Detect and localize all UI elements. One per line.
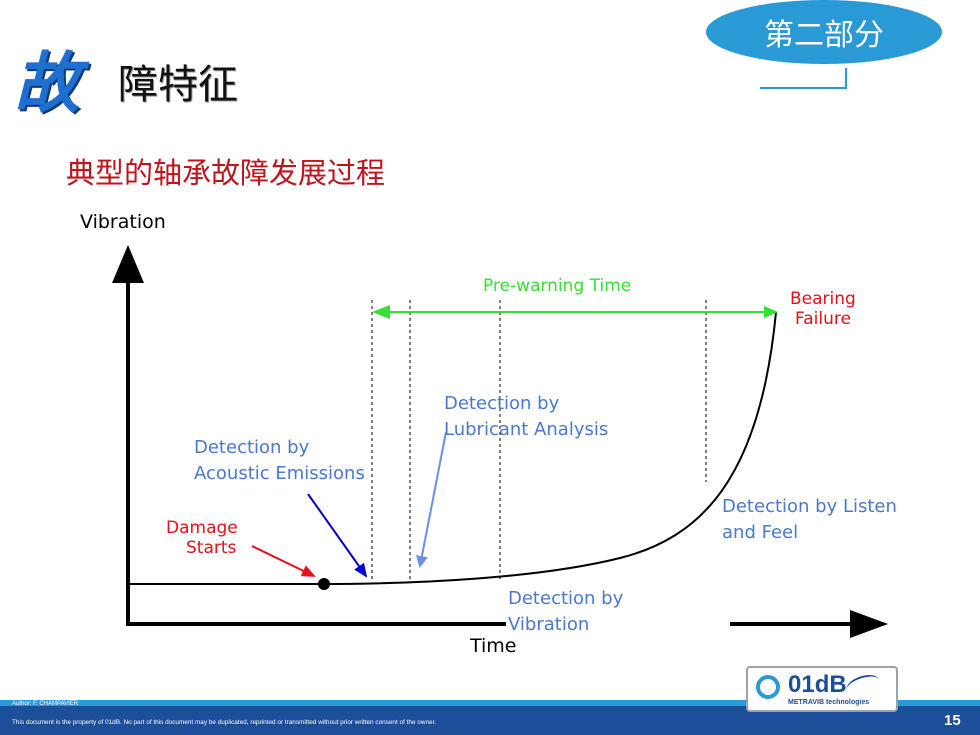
damage-start-point bbox=[318, 578, 330, 590]
badge-underline bbox=[760, 68, 847, 89]
lubricant-arrow bbox=[416, 431, 447, 568]
logo-subtext: METRAVIB technologies bbox=[788, 699, 870, 706]
footer-author: Author: F. CHAMPAVIER bbox=[12, 701, 79, 707]
damage-starts-line1: Damage bbox=[166, 518, 238, 538]
bearing-failure-line1: Bearing bbox=[790, 289, 856, 309]
page-number: 15 bbox=[944, 712, 961, 729]
vibration-line1: Detection by bbox=[508, 588, 624, 609]
lubricant-line2: Lubricant Analysis bbox=[444, 419, 608, 440]
lubricant-line1: Detection by bbox=[444, 393, 560, 414]
footer-accent-bar bbox=[0, 700, 980, 706]
acoustic-arrow bbox=[307, 493, 368, 578]
bearing-failure-line2: Failure bbox=[795, 309, 851, 329]
logo-swoosh-icon bbox=[844, 671, 882, 699]
title-first-char: 故 bbox=[14, 44, 80, 122]
damage-arrow bbox=[251, 545, 316, 577]
acoustic-line2: Acoustic Emissions bbox=[194, 463, 365, 484]
logo-circle-icon bbox=[756, 675, 780, 699]
x-axis-label: Time bbox=[469, 635, 517, 657]
y-axis-label: Vibration bbox=[80, 211, 166, 233]
logo-text: 01dB bbox=[788, 671, 847, 698]
listen-line1: Detection by Listen bbox=[722, 496, 897, 517]
damage-starts-line2: Starts bbox=[186, 538, 237, 558]
prewarning-label: Pre-warning Time bbox=[483, 276, 631, 296]
acoustic-line1: Detection by bbox=[194, 437, 310, 458]
slide-subtitle: 典型的轴承故障发展过程 bbox=[66, 156, 386, 190]
y-axis-arrowhead bbox=[112, 245, 144, 283]
section-badge: 第二部分 bbox=[706, 0, 942, 64]
listen-line2: and Feel bbox=[722, 522, 798, 543]
footer-copyright: This document is the property of 01dB. N… bbox=[12, 719, 437, 726]
page-title: 障特征 bbox=[118, 62, 238, 108]
prewarning-arrow-left-head bbox=[372, 305, 390, 319]
company-logo: 01dB METRAVIB technologies bbox=[746, 666, 898, 712]
vibration-curve bbox=[130, 311, 777, 585]
vibration-line2: Vibration bbox=[508, 614, 589, 635]
x-axis-arrowhead bbox=[850, 610, 888, 638]
